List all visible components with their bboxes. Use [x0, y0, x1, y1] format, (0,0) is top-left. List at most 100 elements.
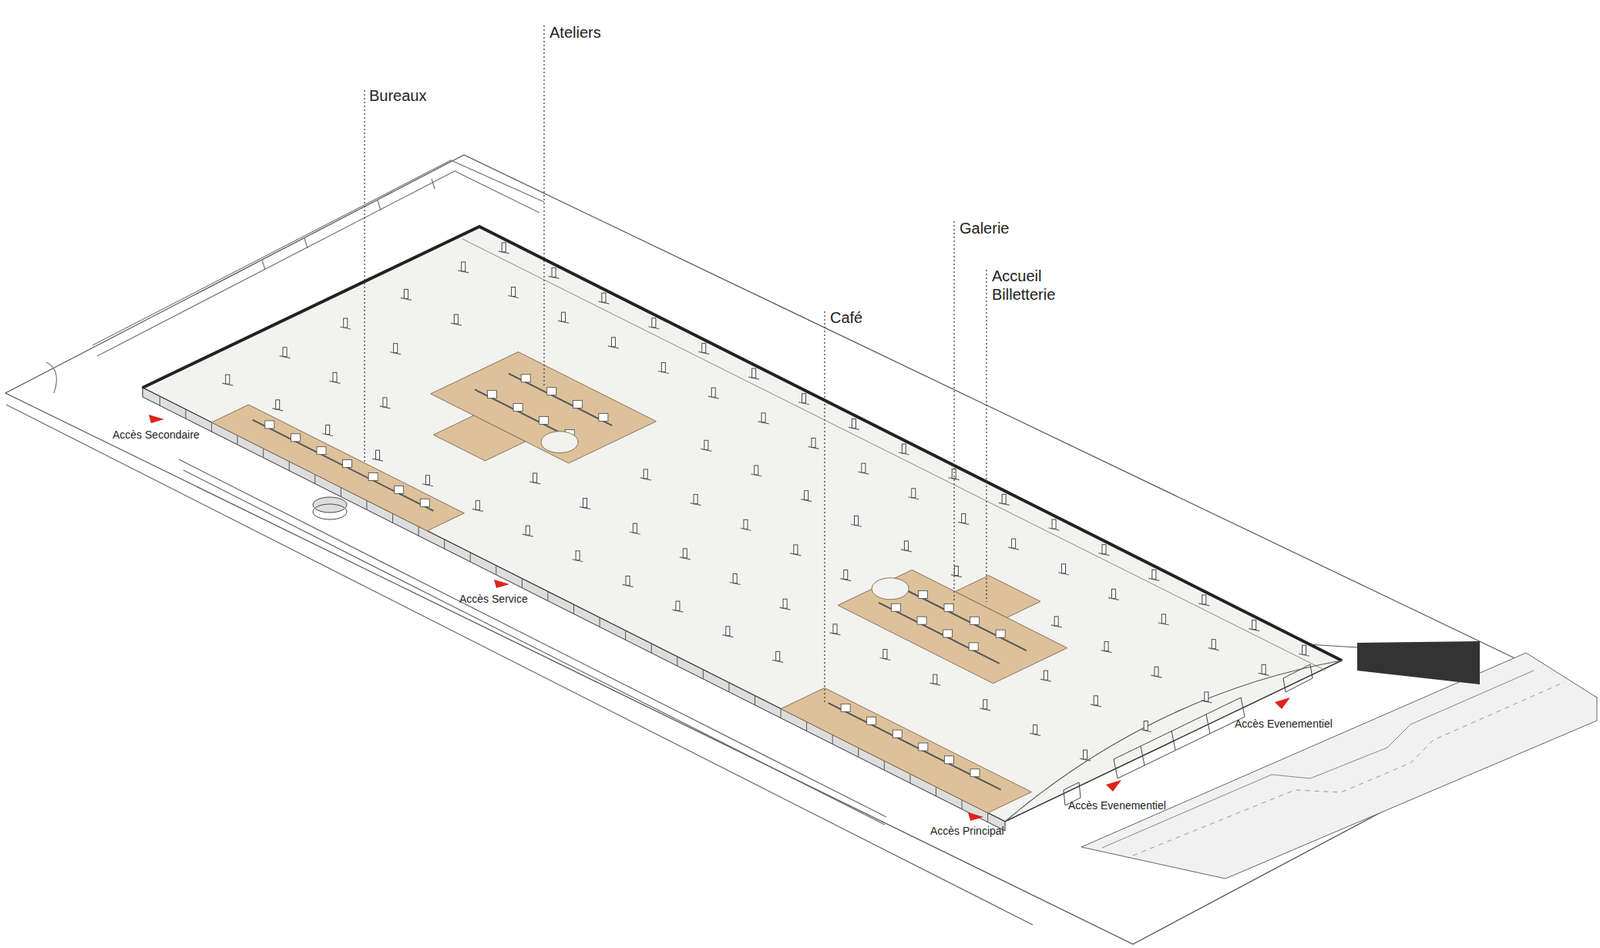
area-label: Ateliers — [549, 23, 602, 42]
furniture — [970, 616, 980, 625]
column — [1040, 670, 1052, 682]
furniture — [944, 756, 954, 764]
column — [1248, 620, 1260, 632]
column — [830, 624, 841, 636]
access-label: Accès Evenementiel — [1068, 799, 1167, 813]
furniture — [290, 433, 300, 442]
furniture — [968, 642, 979, 651]
column — [979, 699, 991, 711]
wood-floor — [954, 575, 1041, 619]
column — [957, 513, 969, 525]
column — [808, 437, 820, 449]
column — [1298, 645, 1310, 656]
column — [622, 575, 634, 587]
column — [758, 413, 770, 424]
column — [729, 574, 741, 585]
column — [572, 551, 584, 562]
cut-out — [871, 578, 909, 600]
column — [1090, 695, 1102, 707]
column — [272, 400, 283, 411]
wood-floor — [433, 415, 526, 461]
back-wall — [142, 226, 1342, 661]
column — [698, 342, 710, 354]
column — [1200, 692, 1212, 703]
access-label: Accès Secondaire — [112, 428, 200, 442]
column — [1148, 569, 1160, 581]
column — [907, 488, 919, 500]
column — [629, 523, 641, 535]
wood-floor — [780, 687, 1032, 813]
column — [1048, 519, 1060, 531]
column — [648, 318, 659, 330]
column — [608, 337, 619, 349]
column — [389, 343, 401, 355]
column — [279, 347, 291, 359]
column — [598, 292, 609, 304]
furniture — [572, 400, 582, 409]
access-label: Accès Evenementiel — [1234, 717, 1333, 731]
area-label: Bureaux — [369, 86, 427, 105]
column — [1150, 666, 1162, 678]
furniture — [970, 769, 980, 777]
column — [1208, 639, 1220, 651]
area-label: Café — [830, 308, 863, 327]
column — [579, 498, 591, 510]
furniture — [598, 413, 609, 422]
column — [1079, 749, 1091, 761]
column — [1158, 614, 1170, 626]
column — [529, 473, 541, 485]
column — [557, 312, 569, 323]
furniture — [995, 629, 1006, 638]
column — [221, 374, 233, 386]
access-arrow — [148, 414, 1291, 821]
column — [1101, 642, 1113, 653]
access-label: Accès Service — [459, 592, 528, 606]
event-facade — [1005, 660, 1342, 822]
floor-slab — [142, 226, 1342, 822]
column — [840, 570, 851, 582]
furniture — [487, 390, 497, 399]
column — [1258, 664, 1270, 676]
event-rooms — [1063, 664, 1313, 806]
furniture — [891, 603, 901, 612]
column — [800, 490, 812, 502]
column — [779, 598, 791, 610]
furniture — [513, 403, 523, 412]
partition — [508, 373, 612, 427]
riverside — [1081, 641, 1597, 879]
furniture — [265, 420, 275, 429]
column — [739, 519, 751, 531]
access-label: Accès Principal — [930, 824, 1005, 838]
column — [951, 566, 962, 578]
area-label: Accueil Billetterie — [991, 266, 1079, 304]
furniture — [943, 629, 953, 638]
site-outline — [5, 154, 1597, 945]
fence — [1357, 641, 1480, 685]
furniture — [917, 616, 927, 625]
column — [1098, 544, 1110, 556]
furniture — [867, 716, 877, 725]
column — [772, 651, 784, 663]
column — [708, 387, 720, 399]
furniture — [547, 387, 557, 396]
column — [329, 372, 341, 384]
column — [400, 289, 412, 300]
furniture — [840, 703, 851, 712]
furniture — [394, 485, 404, 494]
column — [1198, 594, 1210, 606]
column — [929, 674, 941, 686]
furniture — [368, 472, 378, 481]
column — [789, 544, 801, 556]
column — [722, 626, 733, 638]
cylinder — [312, 497, 347, 520]
column — [658, 362, 669, 374]
furniture — [892, 729, 902, 738]
column — [900, 541, 912, 552]
furniture — [944, 603, 954, 612]
furniture — [342, 460, 353, 468]
column — [372, 450, 384, 461]
column — [1051, 616, 1063, 628]
column — [948, 469, 960, 481]
column — [879, 648, 891, 660]
